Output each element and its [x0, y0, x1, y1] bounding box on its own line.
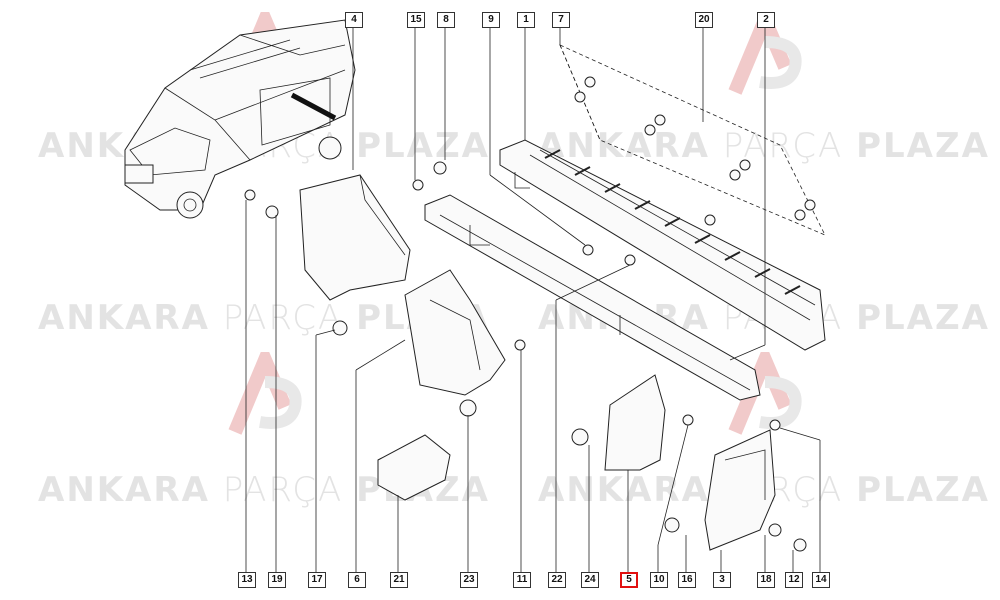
leader-lines — [245, 28, 821, 572]
callout-8[interactable]: 8 — [437, 12, 455, 28]
callout-11[interactable]: 11 — [513, 572, 531, 588]
callout-24[interactable]: 24 — [581, 572, 599, 588]
callout-1[interactable]: 1 — [517, 12, 535, 28]
support-beam-drawing — [424, 194, 761, 401]
callout-20[interactable]: 20 — [695, 12, 713, 28]
callout-6[interactable]: 6 — [348, 572, 366, 588]
callout-16[interactable]: 16 — [678, 572, 696, 588]
clip-group-outline — [559, 44, 826, 236]
callout-22[interactable]: 22 — [548, 572, 566, 588]
callout-15[interactable]: 15 — [407, 12, 425, 28]
callout-19[interactable]: 19 — [268, 572, 286, 588]
right-bracket-drawing — [604, 374, 666, 471]
callout-10[interactable]: 10 — [650, 572, 668, 588]
callout-17[interactable]: 17 — [308, 572, 326, 588]
callout-13[interactable]: 13 — [238, 572, 256, 588]
van-drawing — [124, 19, 356, 219]
right-corner-cover-drawing — [704, 429, 776, 551]
callout-23[interactable]: 23 — [460, 572, 478, 588]
callout-7[interactable]: 7 — [552, 12, 570, 28]
callout-9[interactable]: 9 — [482, 12, 500, 28]
fastener-parts — [244, 161, 807, 552]
callout-14[interactable]: 14 — [812, 572, 830, 588]
left-bracket-drawing — [404, 269, 506, 396]
callout-12[interactable]: 12 — [785, 572, 803, 588]
callout-3[interactable]: 3 — [713, 572, 731, 588]
callout-4[interactable]: 4 — [345, 12, 363, 28]
callout-5-highlighted[interactable]: 5 — [620, 572, 638, 588]
clip-parts — [574, 76, 816, 221]
callout-18[interactable]: 18 — [757, 572, 775, 588]
step-plate-drawing — [499, 139, 826, 351]
left-corner-cover-drawing — [299, 174, 411, 301]
callout-2[interactable]: 2 — [757, 12, 775, 28]
fastener-box-drawing — [377, 434, 451, 501]
callout-21[interactable]: 21 — [390, 572, 408, 588]
